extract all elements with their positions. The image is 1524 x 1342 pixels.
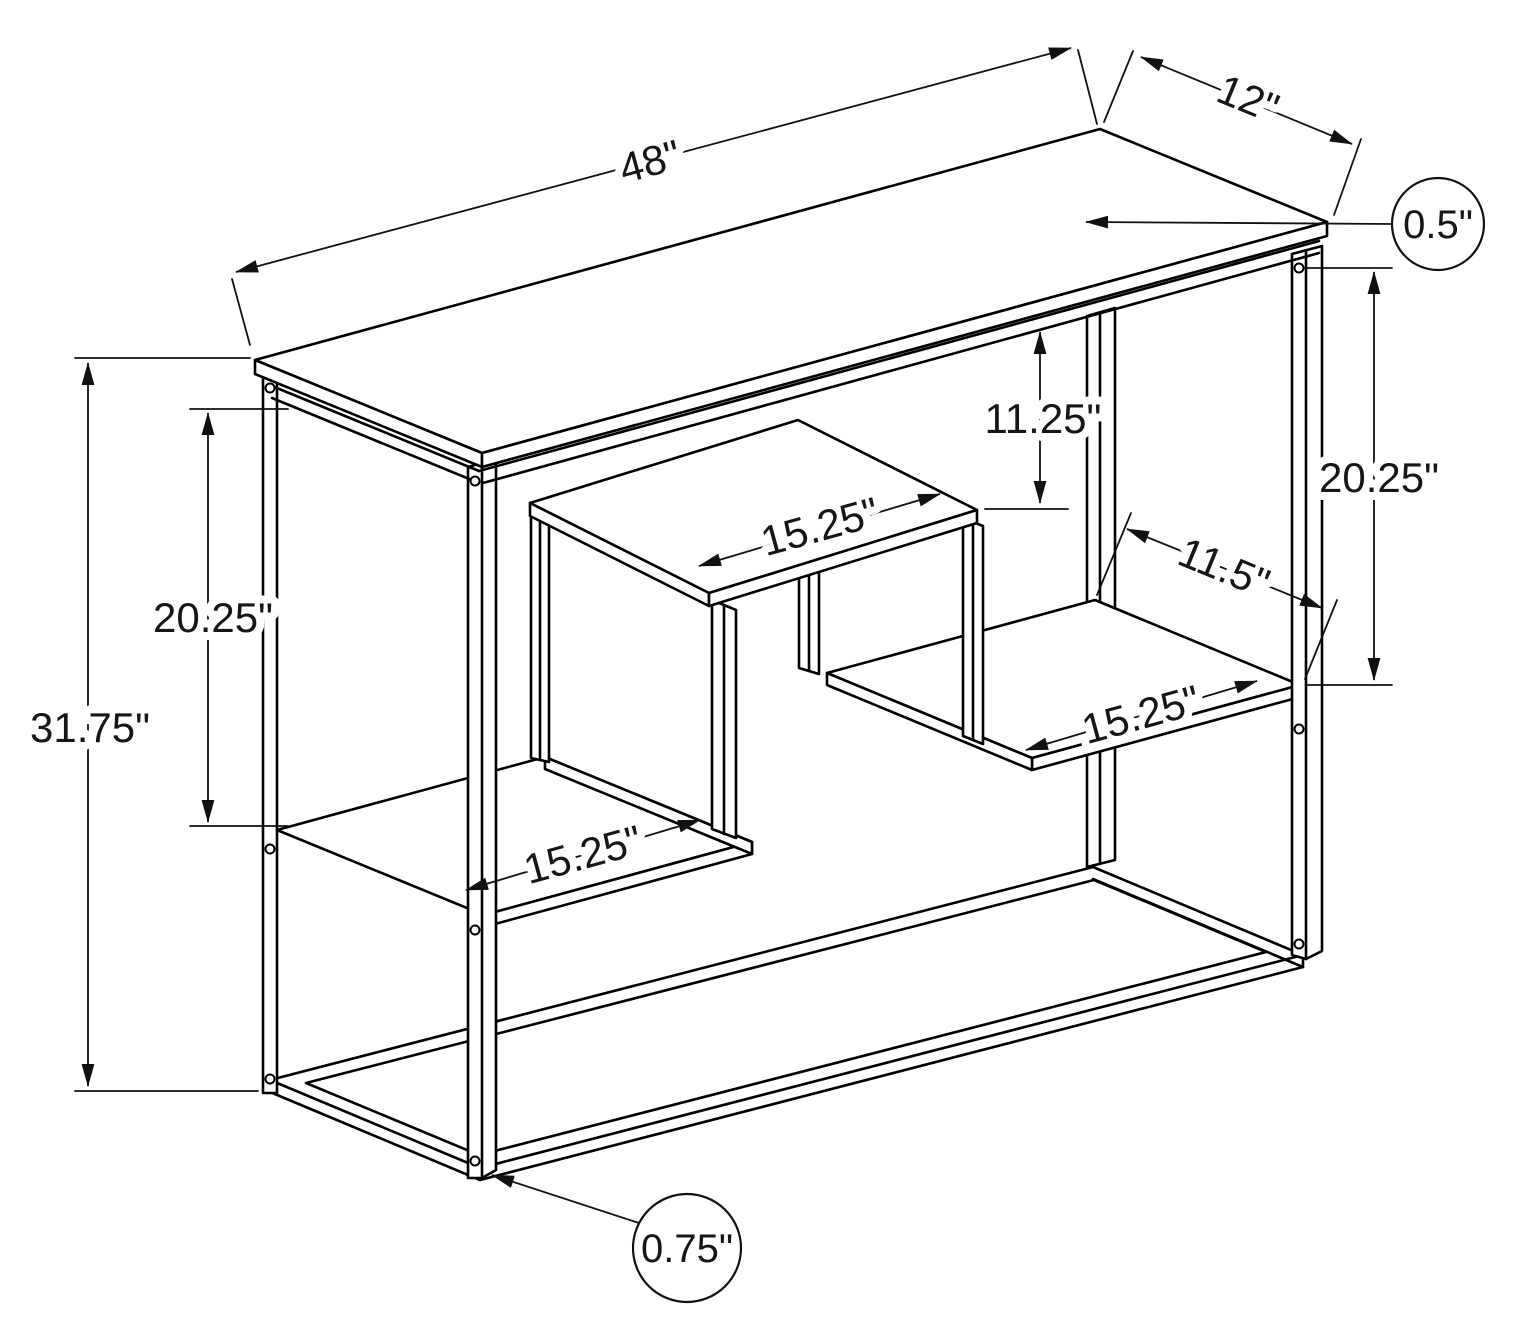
dim-label-right-opening-height: 20.25" xyxy=(1319,454,1439,501)
callout-top-thickness: 0.5" xyxy=(1085,176,1486,272)
dim-label-left-opening-height: 20.25" xyxy=(153,594,273,641)
dim-label-top-length: 48" xyxy=(614,131,686,193)
callout-frame-tube: 0.75" xyxy=(491,1174,743,1304)
callout-circle xyxy=(631,1192,743,1304)
dim-label-top-depth: 12" xyxy=(1211,65,1286,132)
dim-top-to-center-shelf: 11.25" xyxy=(977,331,1109,510)
dim-overall-height: 31.75" xyxy=(22,357,259,1092)
dim-label-shelf-depth: 11.5" xyxy=(1172,528,1276,607)
apron-frame xyxy=(270,239,1321,485)
dim-left-opening-height: 20.25" xyxy=(145,408,289,827)
right-shelf xyxy=(825,598,1302,772)
dim-right-opening-height: 20.25" xyxy=(1304,267,1447,686)
dim-label-frame-tube: 0.75" xyxy=(641,1227,733,1271)
callout-circle xyxy=(1390,176,1486,272)
back-left-leg xyxy=(261,372,279,1095)
front-left-leg xyxy=(466,457,498,1180)
dim-label-overall-height: 31.75" xyxy=(30,704,150,751)
screw-details xyxy=(264,262,1305,1167)
dim-label-top-to-center-shelf: 11.25" xyxy=(985,395,1102,442)
dim-label-top-thickness: 0.5" xyxy=(1403,203,1473,247)
center-shelf xyxy=(528,418,985,840)
left-shelf xyxy=(275,755,754,929)
bottom-shelf-frame xyxy=(268,865,1305,1182)
